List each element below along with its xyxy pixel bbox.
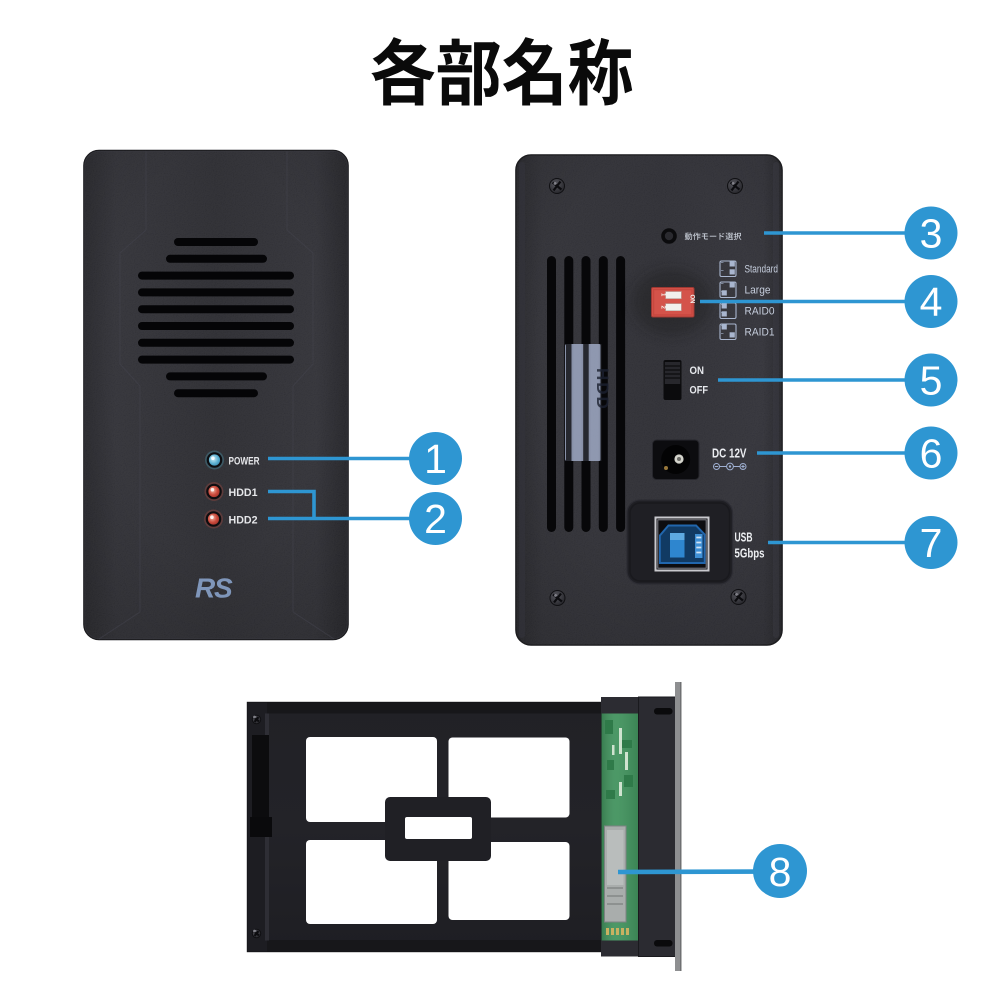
svg-text:1: 1 (424, 436, 447, 482)
svg-text:RS: RS (195, 573, 233, 604)
svg-text:Standard: Standard (745, 264, 779, 276)
svg-text:RAID0: RAID0 (745, 306, 775, 318)
svg-text:5: 5 (920, 358, 943, 404)
svg-text:Large: Large (745, 285, 771, 297)
svg-text:1: 1 (660, 293, 666, 297)
svg-text:HDD2: HDD2 (229, 514, 258, 526)
svg-text:2: 2 (424, 496, 447, 542)
svg-text:DC 12V: DC 12V (712, 447, 747, 461)
svg-text:RAID1: RAID1 (745, 327, 775, 339)
svg-text:USB: USB (735, 531, 753, 545)
svg-text:6: 6 (920, 431, 943, 477)
svg-text:3: 3 (920, 211, 943, 257)
svg-text:ON: ON (689, 295, 695, 304)
svg-text:5Gbps: 5Gbps (735, 547, 765, 561)
svg-text:HDD1: HDD1 (229, 487, 258, 499)
svg-text:POWER: POWER (229, 455, 260, 467)
svg-text:7: 7 (920, 520, 943, 566)
svg-text:HDD: HDD (593, 368, 612, 411)
svg-text:2: 2 (660, 306, 666, 310)
svg-text:4: 4 (920, 279, 943, 325)
svg-text:8: 8 (769, 849, 792, 895)
svg-text:OFF: OFF (690, 385, 709, 397)
svg-text:ON: ON (690, 365, 705, 377)
